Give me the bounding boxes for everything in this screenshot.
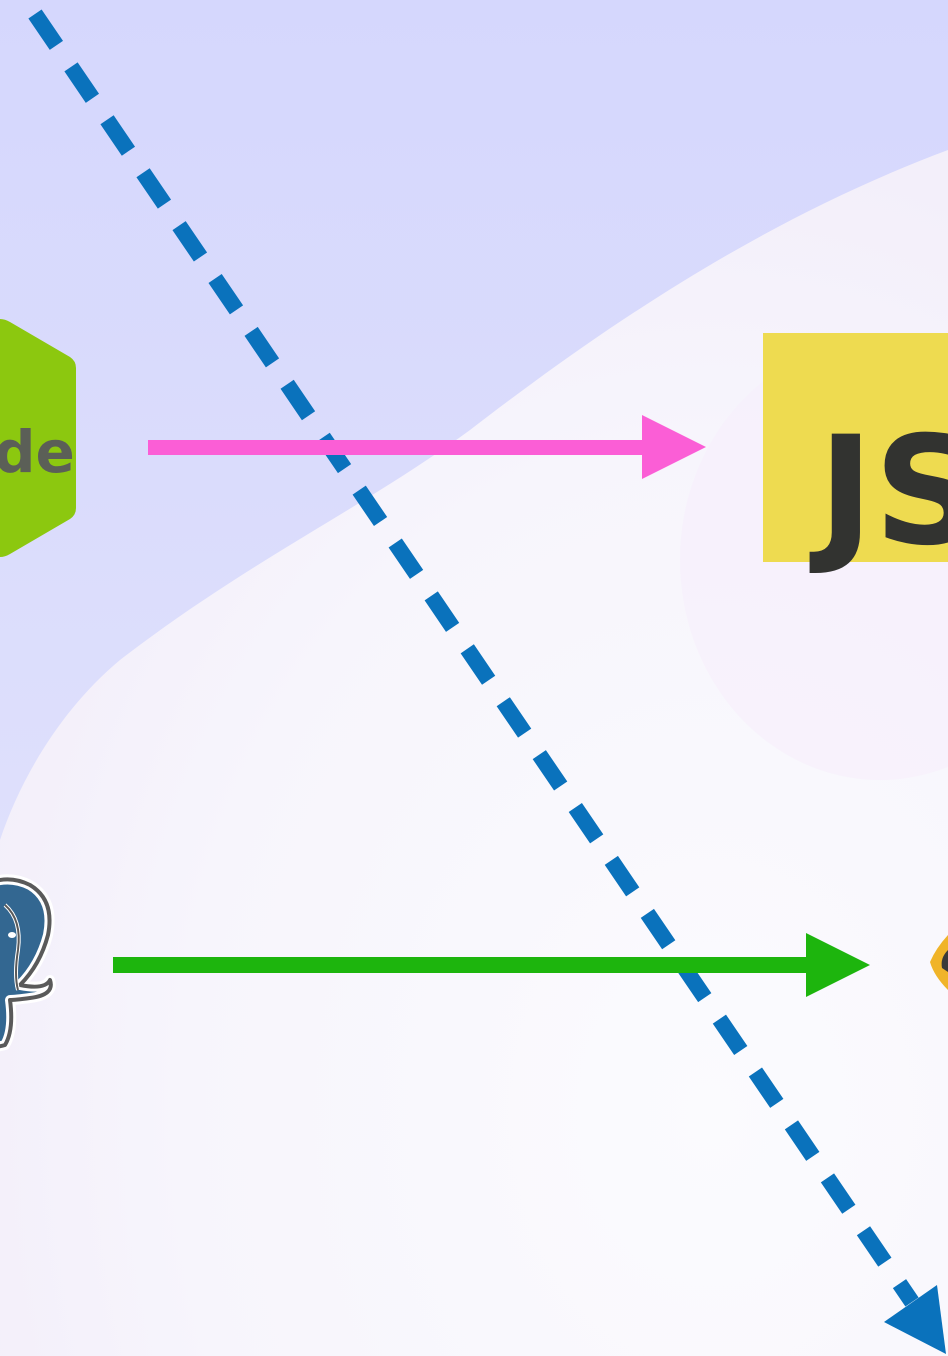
nodejs-icon: de — [0, 319, 76, 557]
pink-arrowhead — [642, 415, 706, 479]
partial-gold-logo-icon — [930, 935, 948, 990]
nodejs-logo-text: de — [0, 418, 75, 486]
javascript-icon: JS — [763, 333, 948, 579]
blue-dashed-arrow — [28, 9, 946, 1354]
javascript-logo-text: JS — [809, 405, 948, 579]
green-arrowhead — [806, 933, 870, 997]
pink-arrow — [148, 415, 706, 479]
blue-arrowhead — [884, 1285, 946, 1354]
green-arrow — [113, 933, 870, 997]
postgresql-elephant-icon — [0, 874, 56, 1052]
